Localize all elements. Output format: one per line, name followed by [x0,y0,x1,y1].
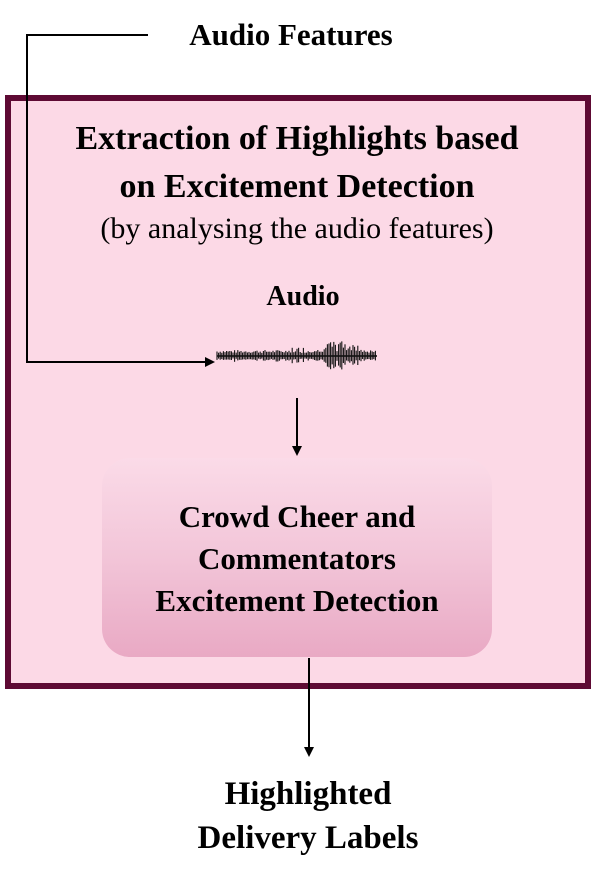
detection-line-3: Excitement Detection [155,583,439,618]
audio-label: Audio [266,281,340,312]
audio-features-label: Audio Features [189,17,393,52]
detection-line-1: Crowd Cheer and [178,499,416,534]
waveform-icon [216,341,377,370]
box-title-line-1: Extraction of Highlights based [75,120,519,157]
output-line-1: Highlighted [224,776,392,812]
excitement-detection-box [102,458,492,657]
output-label: Highlighted Delivery Labels [160,772,456,860]
audio-features-connector [26,34,215,367]
box-subtitle: (by analysing the audio features) [100,212,494,245]
box-title-line-2: on Excitement Detection [119,168,475,205]
output-line-2: Delivery Labels [197,820,419,856]
box-title: Extraction of Highlights based on Excite… [11,115,583,211]
detection-line-2: Commentators [197,541,396,576]
detection-text: Crowd Cheer and Commentators Excitement … [102,496,492,622]
